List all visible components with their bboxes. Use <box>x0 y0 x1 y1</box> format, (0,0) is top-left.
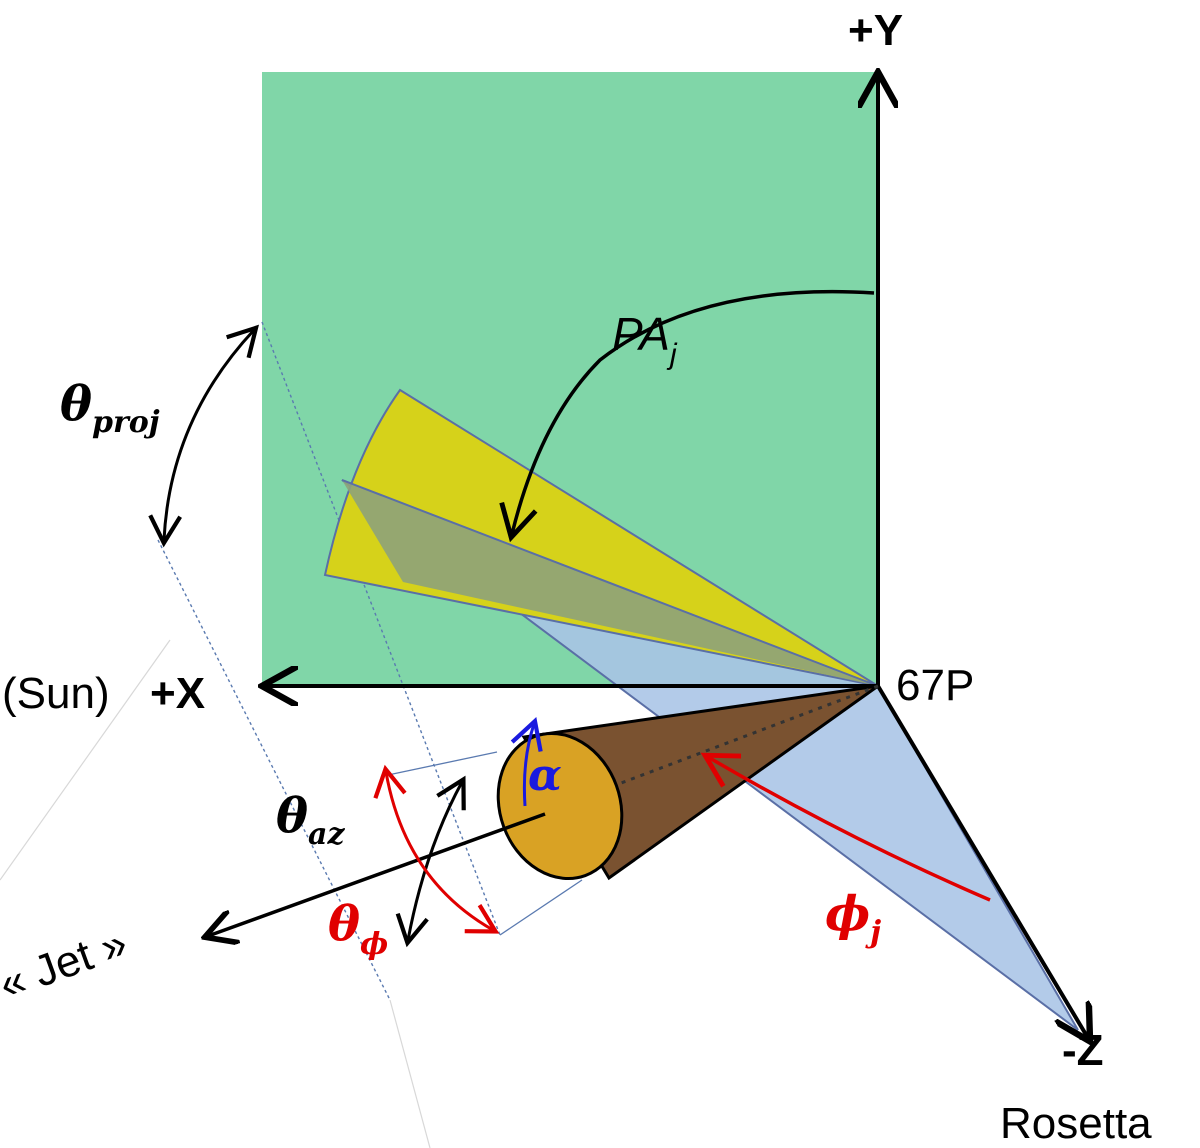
alpha-label: α <box>528 750 562 801</box>
projected-jet-cone <box>323 388 879 687</box>
rosetta-label: Rosetta <box>1000 1099 1152 1148</box>
theta-phi-arrow <box>373 764 500 934</box>
pa-j-arc-arrow <box>499 289 875 543</box>
jet-label: « Jet » <box>0 918 134 1009</box>
sun-label: (Sun) <box>2 669 110 718</box>
guide-lines <box>0 639 431 1148</box>
cone-edge <box>341 479 879 687</box>
theta-proj-label: θproj <box>60 376 160 440</box>
phi-j-label: ϕj <box>825 886 881 950</box>
theta-az-label: θaz <box>276 788 345 852</box>
pa-j-label: PAj <box>612 308 678 371</box>
jet-cone-axis-dotted <box>554 684 879 810</box>
axis-z-label: -Z <box>1062 1026 1104 1075</box>
axis-y-label: +Y <box>848 6 903 55</box>
axis-x-label: +X <box>150 669 205 718</box>
theta-proj-arrow <box>148 324 259 548</box>
alpha-arrow <box>510 717 543 807</box>
z-axis <box>876 684 1088 1038</box>
phi-j-arrow <box>700 752 991 902</box>
theta-phi-label: θϕ <box>328 896 388 962</box>
origin-67p-label: 67P <box>896 661 974 710</box>
jet-direction-arrow <box>208 812 546 936</box>
